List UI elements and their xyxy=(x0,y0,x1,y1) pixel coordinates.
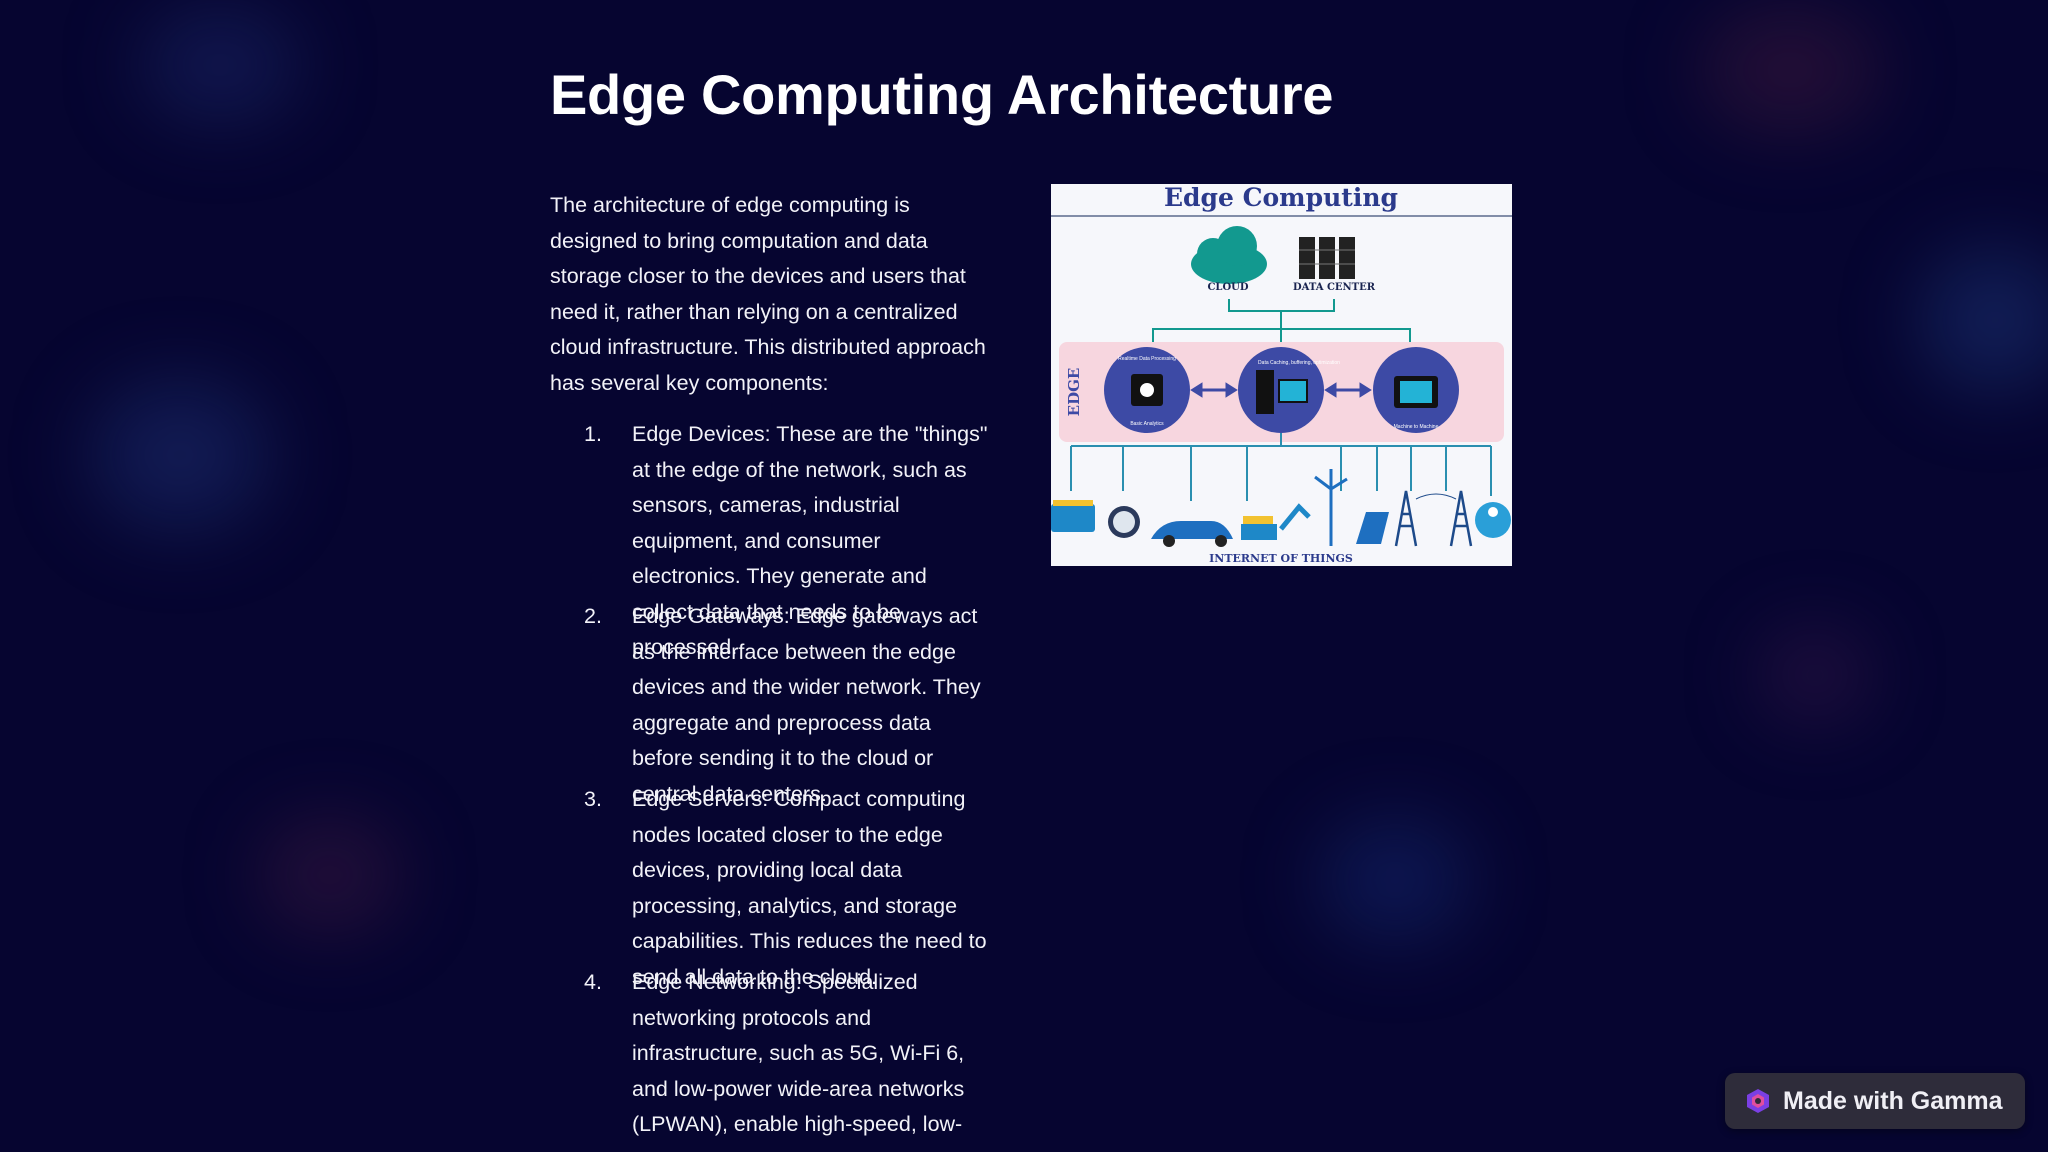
list-item-number: 3. xyxy=(584,787,602,811)
node-sublabel: Basic Analytics xyxy=(1130,421,1164,427)
gamma-logo-icon xyxy=(1747,1089,1769,1113)
iot-devices xyxy=(1051,469,1511,547)
double-arrow-icon xyxy=(1190,382,1372,398)
list-item-number: 1. xyxy=(584,422,602,446)
iot-label: INTERNET OF THINGS xyxy=(1209,552,1353,565)
node-label: Machine to Machine xyxy=(1394,424,1439,430)
edge-computing-illustration: Edge Computing CLOUD DATA CENTER xyxy=(1051,184,1512,566)
datacenter-label: DATA CENTER xyxy=(1293,282,1376,293)
illustration-heading: Edge Computing xyxy=(1164,184,1398,212)
intro-paragraph: The architecture of edge computing is de… xyxy=(550,193,986,395)
node-label: Realtime Data Processing xyxy=(1118,356,1176,362)
list-item-number: 4. xyxy=(584,970,602,994)
list-item-text: Edge Gateways: Edge gateways act as the … xyxy=(632,604,981,806)
edge-label: EDGE xyxy=(1065,368,1083,417)
slide-title: Edge Computing Architecture xyxy=(550,63,1334,126)
list-item-number: 2. xyxy=(584,604,602,628)
background-glow xyxy=(140,10,300,120)
node-data-caching xyxy=(1238,347,1324,433)
list-item-text: Edge Devices: These are the "things" at … xyxy=(632,422,988,659)
cloud-label: CLOUD xyxy=(1207,282,1248,293)
background-glow xyxy=(1700,10,1880,130)
cloud-icon xyxy=(1191,226,1267,284)
made-with-gamma-badge[interactable]: Made with Gamma xyxy=(1725,1073,2025,1129)
background-glow xyxy=(260,820,400,930)
list-item-text: Edge Servers: Compact computing nodes lo… xyxy=(632,787,987,989)
node-realtime-processing xyxy=(1104,347,1190,433)
badge-label: Made with Gamma xyxy=(1783,1086,2003,1115)
background-glow xyxy=(1920,250,2048,390)
list-item-text: Edge Networking: Specialized networking … xyxy=(632,970,965,1136)
background-glow xyxy=(1320,820,1470,940)
background-glow xyxy=(90,380,270,530)
node-label: Data Caching, buffering, optimization xyxy=(1258,360,1340,366)
background-glow xyxy=(1760,630,1870,720)
node-machine-to-machine xyxy=(1373,347,1459,433)
datacenter-icon xyxy=(1299,237,1355,279)
